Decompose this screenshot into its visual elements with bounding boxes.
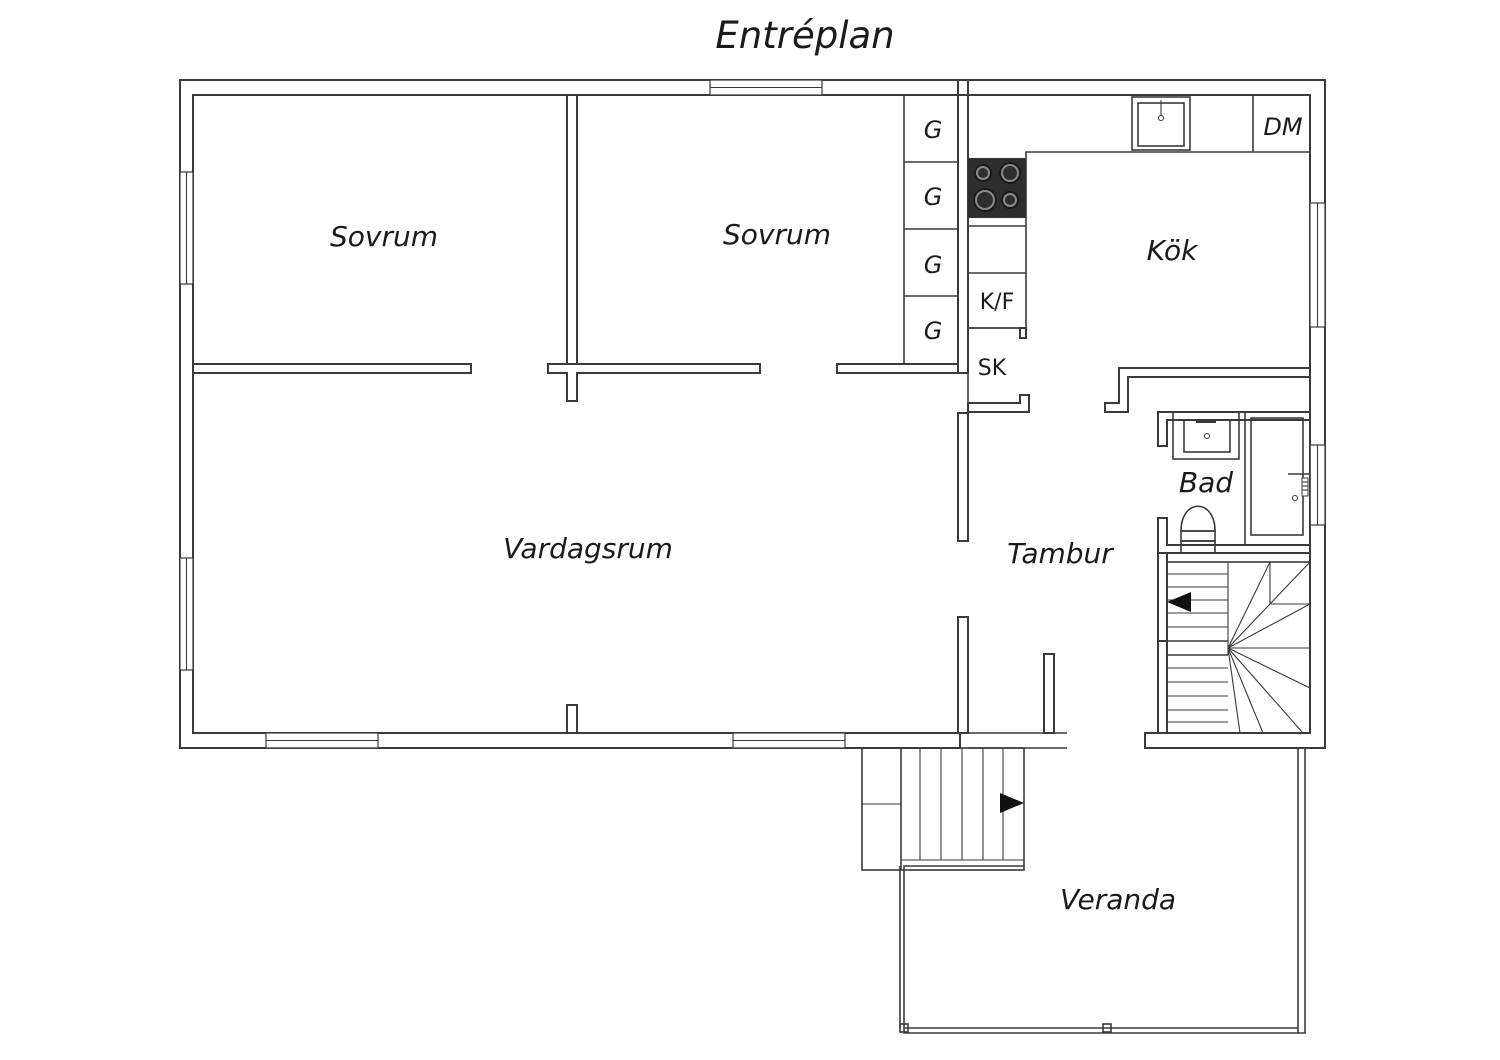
stair-direction-arrow-icon — [1000, 793, 1024, 813]
room-label-bad: Bad — [1179, 466, 1233, 499]
cabinet-label: SK — [978, 356, 1007, 381]
interior-walls — [192, 94, 1311, 734]
kitchen-sink — [1131, 96, 1191, 151]
kitchen-counters — [967, 94, 1311, 403]
windows — [179, 79, 1326, 749]
toilet-icon — [1180, 505, 1216, 554]
wardrobe-label: G — [924, 116, 943, 144]
stair-direction-arrow-icon — [1167, 592, 1191, 612]
wash-basin-icon — [1172, 411, 1240, 460]
stove-icon — [968, 158, 1026, 218]
room-label-kok: Kök — [1147, 234, 1199, 267]
bathroom-fixtures — [1172, 411, 1311, 554]
wardrobe-label: G — [924, 183, 943, 211]
interior-staircase — [1166, 561, 1311, 734]
dishwasher-label: DM — [1263, 113, 1302, 141]
room-label-sovrum: Sovrum — [330, 220, 438, 253]
room-label-veranda: Veranda — [1060, 883, 1176, 916]
bathtub-icon — [1244, 411, 1311, 546]
outer-walls — [179, 79, 1326, 749]
wardrobe-label: G — [924, 317, 943, 345]
veranda — [899, 748, 1306, 1034]
wardrobe-label: G — [924, 251, 943, 279]
plan-title: Entréplan — [715, 14, 894, 57]
room-label-vardagsrum: Vardagsrum — [503, 532, 673, 565]
fridge-freezer-label: K/F — [980, 290, 1015, 315]
room-label-tambur: Tambur — [1007, 537, 1114, 570]
room-label-sovrum: Sovrum — [723, 218, 831, 251]
wardrobes — [903, 94, 959, 365]
exterior-staircase — [861, 747, 1025, 871]
